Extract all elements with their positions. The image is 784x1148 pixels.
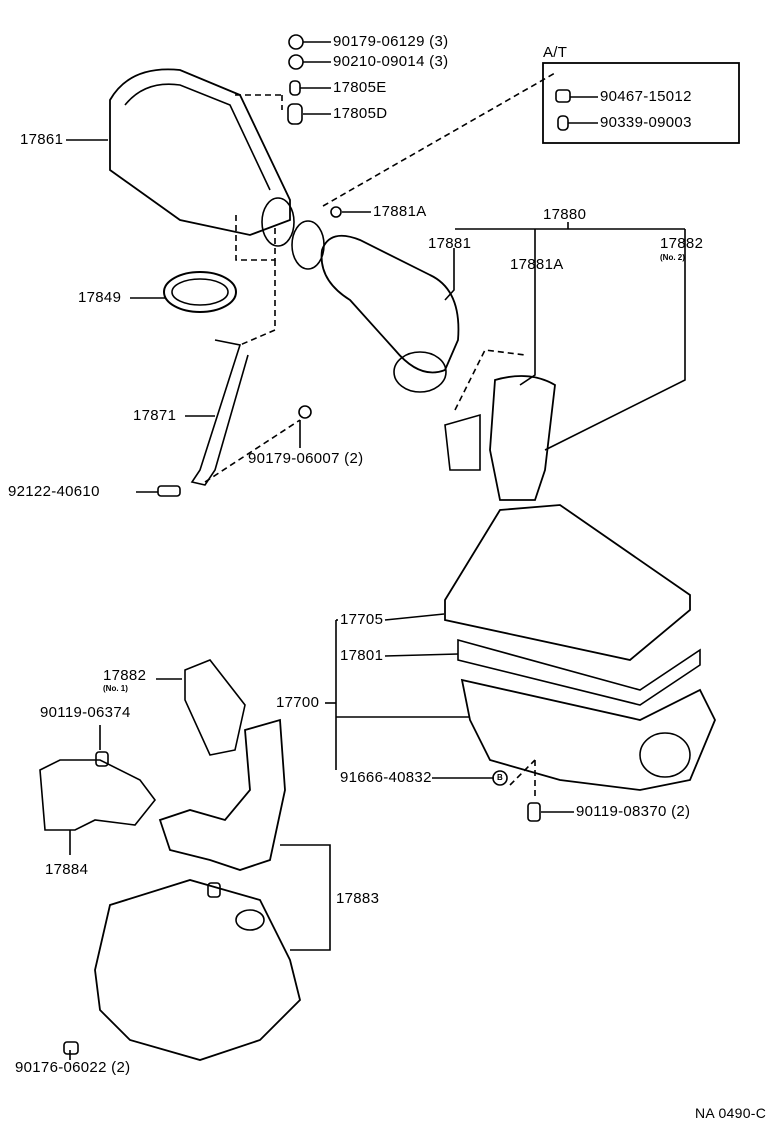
- at-box-title: A/T: [543, 44, 568, 61]
- label-90179-06129: 90179-06129 (3): [333, 33, 449, 50]
- label-90339-09003: 90339-09003: [600, 114, 692, 131]
- label-17880: 17880: [543, 206, 587, 223]
- adapter-17882-no1: [184, 659, 246, 756]
- label-90467-15012: 90467-15012: [600, 88, 692, 105]
- label-17861: 17861: [20, 131, 64, 148]
- resonator: [444, 413, 481, 471]
- label-90119-08370: 90119-08370 (2): [576, 803, 691, 820]
- label-91666-40832: 91666-40832: [340, 769, 432, 786]
- label-17882-no2: 17882: [660, 235, 704, 252]
- bracket-17871: [190, 339, 249, 486]
- diagram-code: NA 0490-C: [695, 1105, 767, 1121]
- label-17705: 17705: [340, 611, 384, 628]
- air-intake-duct-17861: [109, 68, 291, 236]
- resonator-case: [94, 879, 301, 1061]
- ring-inner: [171, 278, 229, 306]
- circle-b-marker: B: [497, 773, 503, 782]
- duct-outlet: [261, 197, 295, 247]
- label-17805E: 17805E: [333, 79, 387, 96]
- label-90179-06007: 90179-06007 (2): [248, 450, 364, 467]
- label-17805D: 17805D: [333, 105, 388, 122]
- label-17849: 17849: [78, 289, 122, 306]
- label-17801: 17801: [340, 647, 384, 664]
- dashed-guide-lines: [204, 72, 556, 800]
- case-outlet: [639, 732, 691, 778]
- label-17881: 17881: [428, 235, 472, 252]
- ring-17849: [163, 271, 237, 313]
- filter-element-17801: [457, 638, 701, 706]
- hose-17881: [320, 234, 460, 374]
- label-17883: 17883: [336, 890, 380, 907]
- duct-17883: [158, 718, 286, 871]
- label-17882-no1: 17882: [103, 667, 147, 684]
- duct-rib: [124, 83, 271, 191]
- air-cleaner-cap-17705: [444, 504, 691, 661]
- label-17700: 17700: [276, 694, 320, 711]
- fastener-icons: [63, 34, 571, 1055]
- label-90176-06022: 90176-06022 (2): [15, 1059, 131, 1076]
- label-17884: 17884: [45, 861, 89, 878]
- label-17882-no2-sub: (No. 2): [660, 253, 685, 262]
- inlet-17884: [39, 759, 157, 831]
- label-17882-no1-sub: (No. 1): [103, 684, 128, 693]
- label-90210-09014: 90210-09014 (3): [333, 53, 449, 70]
- leader-lines: [66, 41, 686, 1060]
- label-90119-06374: 90119-06374: [40, 704, 131, 721]
- label-17881A-clamp: 17881A: [373, 203, 427, 220]
- seal-ring: [291, 220, 325, 270]
- at-box: [542, 62, 740, 144]
- label-17881A: 17881A: [510, 256, 564, 273]
- hose-17882-no2: [489, 375, 556, 501]
- label-17871: 17871: [133, 407, 177, 424]
- label-92122-40610: 92122-40610: [8, 483, 100, 500]
- resonator-neck: [235, 909, 265, 931]
- hose-clamp: [393, 351, 447, 393]
- air-cleaner-case-17700: [460, 678, 716, 791]
